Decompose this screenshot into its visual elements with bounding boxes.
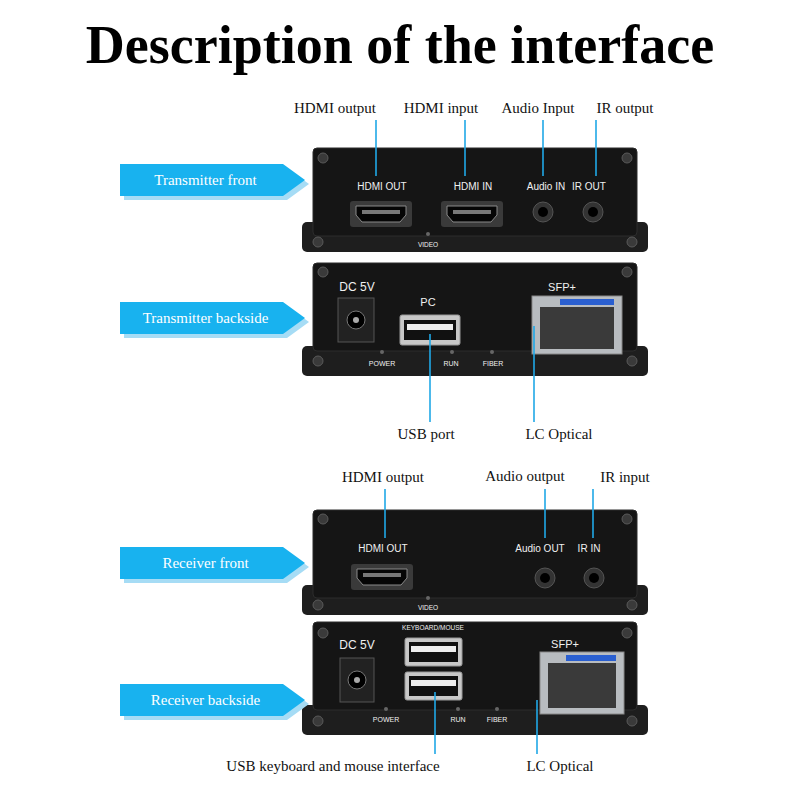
port-label: RUN bbox=[450, 716, 465, 724]
tag-fill bbox=[120, 684, 305, 716]
tag-text: Transmitter backside bbox=[143, 310, 269, 327]
transmitter-back-housing bbox=[302, 263, 648, 376]
device-panel: HDMI OUT VIDEO HDMI IN Audio IN IR OUT bbox=[302, 148, 648, 252]
port-label: HDMI OUT bbox=[358, 543, 407, 554]
callout-label: HDMI input bbox=[404, 100, 479, 117]
callout-label: Audio Input bbox=[502, 100, 575, 117]
callout-label: USB port bbox=[397, 426, 454, 443]
tag-text: Transmitter front bbox=[154, 172, 256, 189]
callout-label: LC Optical bbox=[526, 758, 593, 775]
port-label: Audio OUT bbox=[515, 543, 564, 554]
view-tag: Receiver backside bbox=[120, 684, 305, 716]
port-label: POWER bbox=[373, 716, 399, 724]
view-tag: Receiver front bbox=[120, 547, 305, 579]
port-label: Audio IN bbox=[527, 181, 565, 192]
port-label: PC bbox=[420, 296, 435, 308]
port-label: HDMI OUT bbox=[357, 181, 406, 192]
receiver-back-housing bbox=[302, 622, 648, 735]
port-label: KEYBOARD/MOUSE bbox=[402, 624, 464, 631]
port-label: HDMI IN bbox=[454, 181, 492, 192]
device-panel: KEYBOARD/MOUSE DC 5V SFP+ POWER RUN FIBER bbox=[302, 622, 648, 735]
port-label: IR OUT bbox=[572, 181, 606, 192]
port-label: IR IN bbox=[578, 543, 601, 554]
callout-label: Audio output bbox=[485, 468, 565, 485]
device-panel: HDMI OUT VIDEO Audio OUT IR IN bbox=[302, 510, 648, 615]
port-label: RUN bbox=[443, 360, 458, 368]
port-label: SFP+ bbox=[548, 281, 576, 293]
receiver-front-housing bbox=[302, 510, 648, 615]
device-panel: DC 5V PC SFP+ POWER RUN FIBER bbox=[302, 263, 648, 376]
tag-fill bbox=[120, 164, 305, 196]
callout-label: IR input bbox=[600, 469, 650, 486]
port-label: FIBER bbox=[487, 716, 508, 724]
tag-fill bbox=[120, 547, 305, 579]
port-label: VIDEO bbox=[418, 241, 438, 248]
leader-lines bbox=[376, 120, 596, 754]
view-tag: Transmitter front bbox=[120, 164, 305, 196]
callout-label: IR output bbox=[596, 100, 653, 117]
callout-label: HDMI output bbox=[342, 469, 424, 486]
port-label: DC 5V bbox=[339, 281, 374, 294]
port-label: POWER bbox=[369, 360, 395, 368]
callout-label: USB keyboard and mouse interface bbox=[226, 758, 439, 775]
port-label: SFP+ bbox=[551, 638, 579, 650]
port-label: VIDEO bbox=[418, 604, 438, 611]
port-label: FIBER bbox=[483, 360, 504, 368]
callout-label: LC Optical bbox=[525, 426, 592, 443]
page-title: Description of the interface bbox=[86, 16, 714, 75]
port-label: DC 5V bbox=[339, 639, 374, 652]
tag-text: Receiver front bbox=[162, 555, 248, 572]
callout-label: HDMI output bbox=[294, 100, 376, 117]
tag-fill bbox=[120, 302, 305, 334]
tag-text: Receiver backside bbox=[151, 692, 261, 709]
view-tag: Transmitter backside bbox=[120, 302, 305, 334]
